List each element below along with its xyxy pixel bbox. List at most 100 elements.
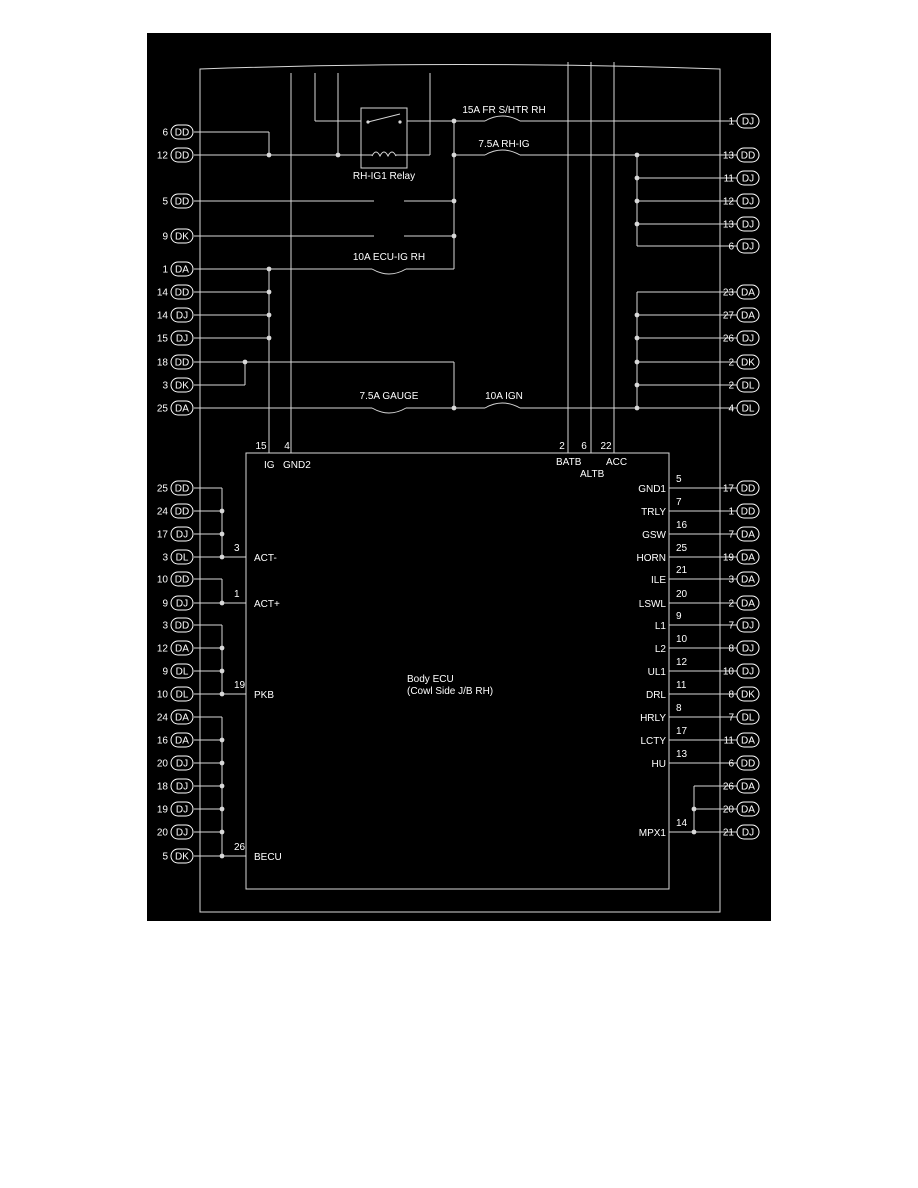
left-connector-upper-4: DA1	[162, 261, 194, 277]
fuse-rh-ig-label: 7.5A RH-IG	[478, 139, 529, 150]
connector-pin-number: 20	[723, 805, 735, 816]
connector-oval	[170, 640, 194, 656]
left-connector-lower-8: DL9	[162, 663, 194, 679]
connector-oval	[170, 307, 194, 323]
connector-pin-number: 12	[157, 644, 169, 655]
connector-pin-number: 14	[157, 311, 169, 322]
right-connector-lower-12: DD6	[728, 755, 760, 771]
connector-oval	[170, 549, 194, 565]
connector-code: DL	[176, 690, 189, 701]
connector-pin-number: 9	[162, 232, 168, 243]
left-connector-lower-5: DJ9	[162, 595, 194, 611]
connector-oval	[170, 377, 194, 393]
connector-pin-number: 2	[728, 358, 734, 369]
connector-pin-number: 23	[723, 288, 735, 299]
right-connector-upper-9: DK2	[728, 354, 760, 370]
connector-pin-number: 8	[728, 644, 734, 655]
connector-oval	[736, 778, 760, 794]
connector-pin-number: 7	[728, 621, 734, 632]
ecu-left-pin-name: ACT-	[254, 553, 277, 564]
connector-pin-number: 18	[157, 358, 169, 369]
connector-code: DL	[742, 713, 755, 724]
right-connector-upper-5: DJ 6	[728, 238, 760, 254]
connector-code: DJ	[176, 782, 188, 793]
connector-oval	[736, 663, 760, 679]
connector-oval	[736, 617, 760, 633]
connector-code: DJ	[742, 242, 754, 253]
connector-pin-number: 18	[157, 782, 169, 793]
connector-code: DA	[741, 553, 755, 564]
connector-code: DD	[741, 151, 755, 162]
ecu-left-pin-number: 1	[234, 589, 240, 600]
connector-oval	[736, 732, 760, 748]
connector-pin-number: 25	[157, 404, 169, 415]
rh-ig1-relay: RH-IG1 Relay	[353, 107, 415, 182]
connector-code: DD	[175, 621, 189, 632]
connector-code: DA	[175, 713, 189, 724]
connector-code: DA	[175, 265, 189, 276]
connector-oval	[736, 709, 760, 725]
ecu-top-pin-number: 4	[284, 441, 290, 452]
connector-pin-number: 20	[157, 759, 169, 770]
connector-code: DA	[741, 805, 755, 816]
connector-pin-number: 17	[157, 530, 169, 541]
connector-code: DJ	[742, 174, 754, 185]
connector-code: DK	[741, 690, 755, 701]
connector-oval	[170, 193, 194, 209]
ecu-top-pin-name: IG	[264, 460, 275, 471]
ecu-right-pin-number: 17	[676, 726, 688, 737]
relay-label: RH-IG1 Relay	[353, 171, 415, 182]
connector-pin-number: 20	[157, 828, 169, 839]
connector-oval	[170, 330, 194, 346]
connector-pin-number: 8	[728, 690, 734, 701]
connector-oval	[736, 755, 760, 771]
connector-pin-number: 15	[157, 334, 169, 345]
connector-pin-number: 12	[157, 151, 169, 162]
right-connector-lower-7: DJ8	[728, 640, 760, 656]
ecu-right-pin-number: 8	[676, 703, 682, 714]
ecu-top-pin-name: ALTB	[580, 469, 605, 480]
connector-code: DJ	[176, 805, 188, 816]
connector-oval	[736, 377, 760, 393]
dynamic-labels: DD6DD12DD5DK9DA1DD14DJ14DJ15DD18DK3DA25D…	[157, 113, 760, 864]
connector-oval	[736, 193, 760, 209]
connector-pin-number: 26	[723, 334, 735, 345]
ecu-right-pin-number: 21	[676, 565, 688, 576]
ecu-right-pin-name: HU	[652, 759, 666, 770]
left-connector-lower-3: DL3	[162, 549, 194, 565]
connector-code: DA	[175, 644, 189, 655]
ecu-right-pin-number: 7	[676, 497, 682, 508]
connector-pin-number: 12	[723, 197, 735, 208]
connector-code: DA	[175, 736, 189, 747]
connector-code: DD	[175, 197, 189, 208]
ecu-top-pin-number: 15	[255, 441, 267, 452]
connector-code: DD	[175, 358, 189, 369]
connector-oval	[736, 571, 760, 587]
connector-oval	[170, 228, 194, 244]
connector-oval	[170, 503, 194, 519]
connector-oval	[170, 801, 194, 817]
ecu-right-pin-name: DRL	[646, 690, 666, 701]
fuse-gauge-label: 7.5A GAUGE	[360, 391, 419, 402]
connector-pin-number: 10	[157, 690, 169, 701]
right-connector-lower-14: DA 20	[723, 801, 760, 817]
ecu-right-pin-name: ILE	[651, 575, 666, 586]
connector-pin-number: 6	[728, 242, 734, 253]
fuse-fr-shtr-label: 15A FR S/HTR RH	[462, 105, 545, 116]
connector-oval	[736, 503, 760, 519]
connector-code: DJ	[742, 117, 754, 128]
connector-pin-number: 27	[723, 311, 735, 322]
ecu-right-pin-name: TRLY	[641, 507, 666, 518]
connector-pin-number: 1	[728, 507, 734, 518]
connector-oval	[170, 686, 194, 702]
